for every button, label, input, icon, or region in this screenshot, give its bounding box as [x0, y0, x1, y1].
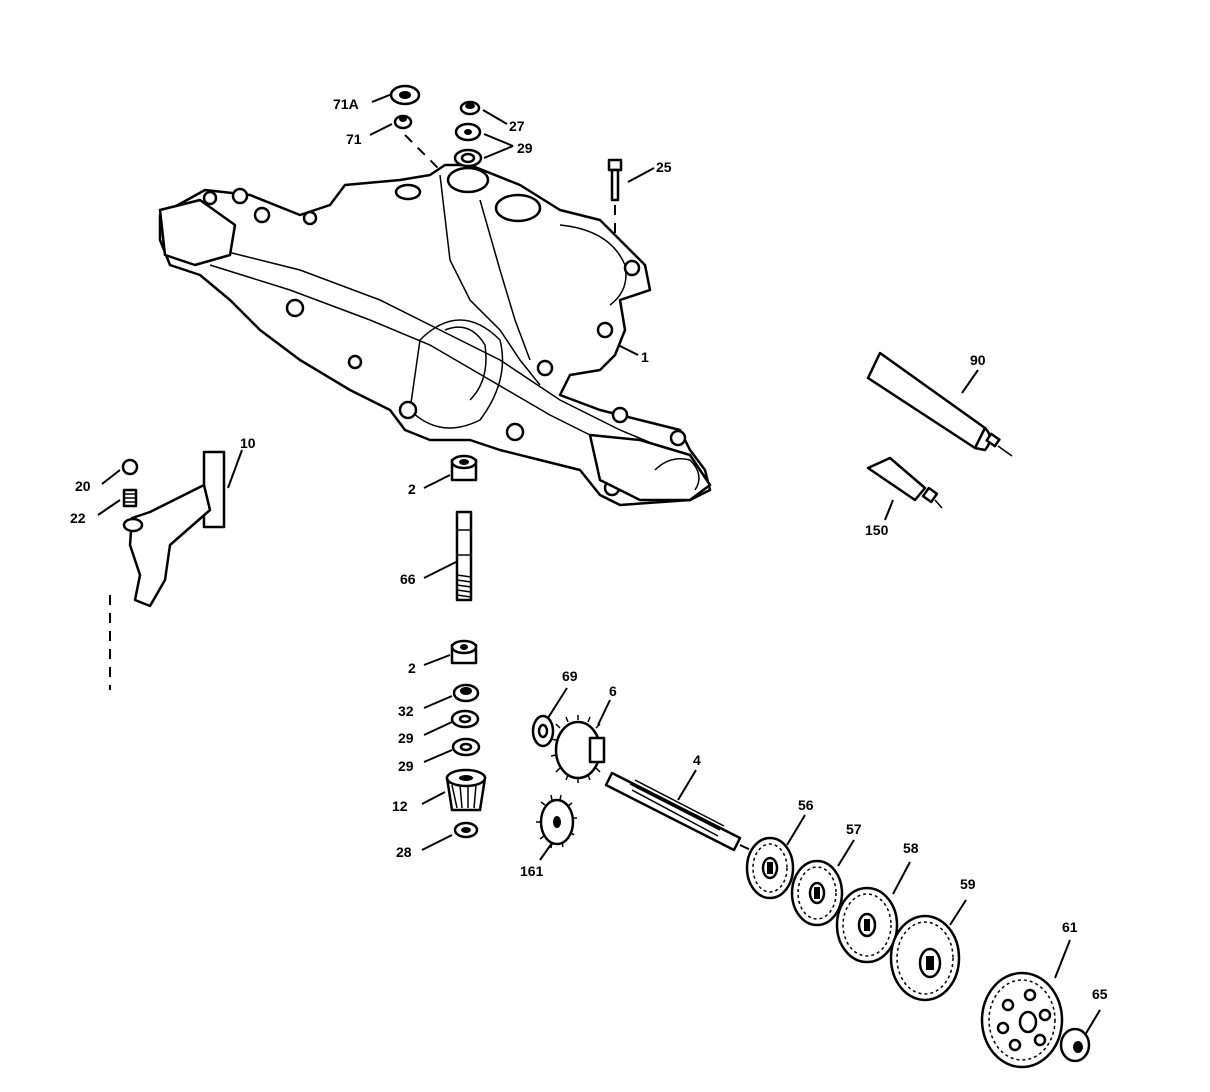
sealant-cartridge-90 [866, 351, 1013, 457]
label-58: 58 [903, 840, 919, 856]
countershaft-4 [604, 771, 756, 853]
ball-20 [121, 458, 139, 476]
label-4: 4 [693, 752, 701, 768]
label-2-lower: 2 [408, 660, 416, 676]
shaft-66 [455, 510, 473, 602]
bushing-71 [393, 114, 441, 171]
gear-57 [790, 859, 844, 927]
label-10: 10 [240, 435, 256, 451]
gear-56 [745, 836, 795, 900]
bevel-gear-12 [445, 768, 487, 812]
label-57: 57 [846, 821, 862, 837]
nut-65 [1059, 1027, 1091, 1063]
label-22: 22 [70, 510, 86, 526]
label-20: 20 [75, 478, 91, 494]
ring-27 [459, 100, 481, 116]
gear-6 [550, 715, 606, 783]
label-29-top: 29 [517, 140, 533, 156]
bearing-2-upper [450, 454, 478, 482]
label-150: 150 [865, 522, 889, 538]
label-56: 56 [798, 797, 814, 813]
washer-69 [531, 714, 555, 748]
label-29-lower: 29 [398, 758, 414, 774]
bearing-2-lower [450, 639, 478, 665]
spring-22 [122, 488, 138, 508]
label-65: 65 [1092, 986, 1108, 1002]
leader-lines [97, 93, 1101, 1036]
washers-29 [450, 709, 481, 757]
label-59: 59 [960, 876, 976, 892]
transaxle-housing [158, 163, 712, 507]
ring-28 [453, 821, 479, 839]
bolt-25 [607, 158, 623, 240]
gear-61 [980, 971, 1064, 1069]
label-25: 25 [656, 159, 672, 175]
grease-tube-150 [866, 456, 943, 509]
label-1: 1 [641, 349, 649, 365]
label-2-upper: 2 [408, 481, 416, 497]
label-90: 90 [970, 352, 986, 368]
seal-71a [389, 84, 421, 106]
part-labels: 71A 71 27 29 25 1 90 10 20 22 2 150 66 2… [70, 96, 1108, 1002]
label-61: 61 [1062, 919, 1078, 935]
label-28: 28 [396, 844, 412, 860]
shift-fork-10 [109, 450, 226, 690]
ring-32 [452, 683, 480, 703]
label-71a: 71A [333, 96, 359, 112]
label-71: 71 [346, 131, 362, 147]
washer-29-top [453, 122, 483, 168]
label-12: 12 [392, 798, 408, 814]
gear-58 [835, 886, 899, 964]
pinion-161 [536, 794, 577, 849]
label-27: 27 [509, 118, 525, 134]
gear-59 [889, 914, 961, 1002]
label-66: 66 [400, 571, 416, 587]
label-161: 161 [520, 863, 544, 879]
label-6: 6 [609, 683, 617, 699]
label-69: 69 [562, 668, 578, 684]
label-32: 32 [398, 703, 414, 719]
label-29-middle: 29 [398, 730, 414, 746]
